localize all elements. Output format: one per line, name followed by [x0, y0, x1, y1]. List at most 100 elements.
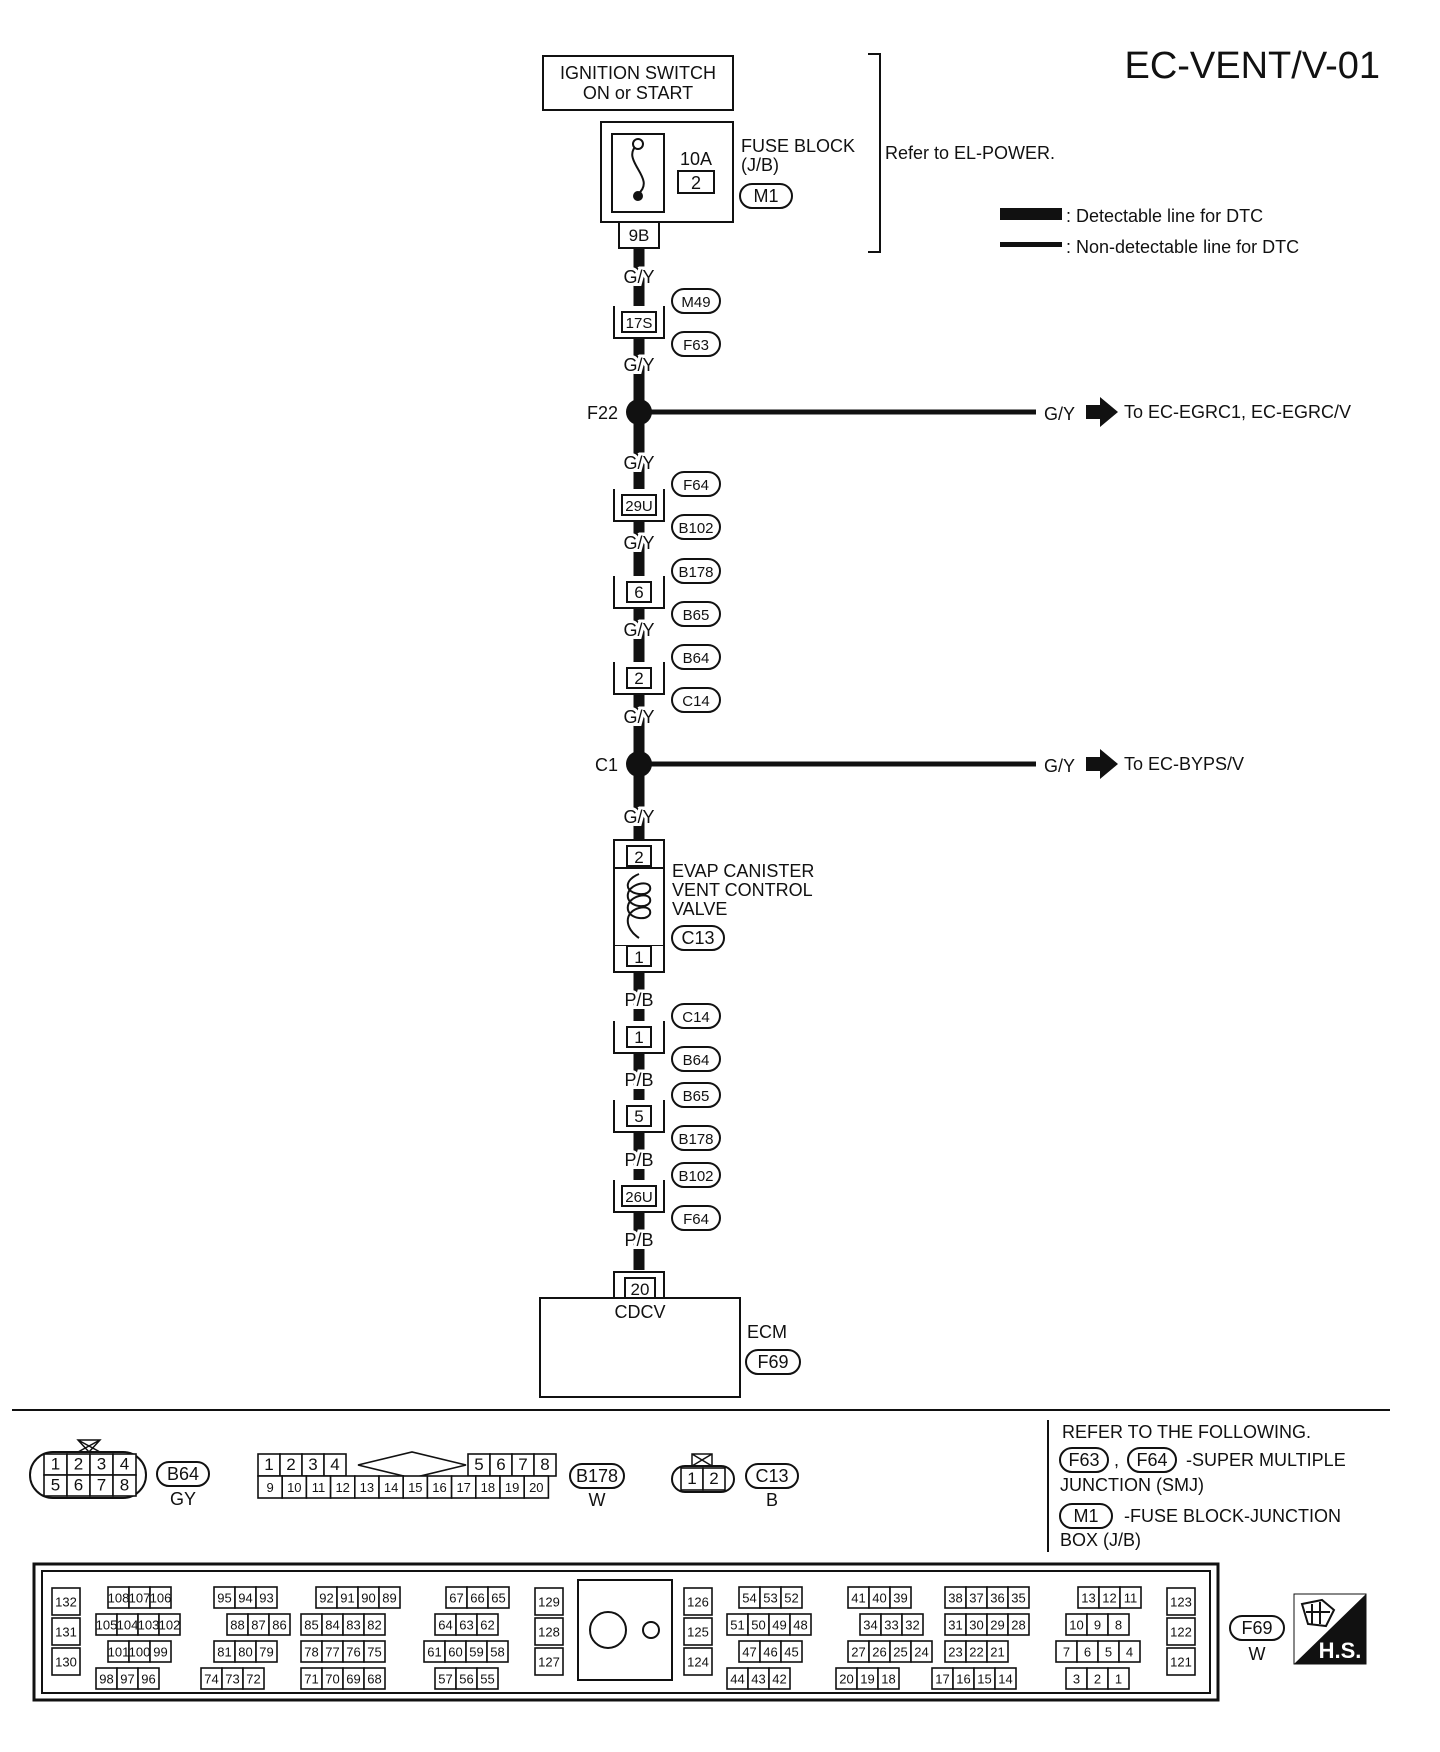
- f69-pin-96: 96: [141, 1672, 155, 1687]
- f69-pin-54: 54: [742, 1591, 756, 1606]
- b178-pin-4: 4: [330, 1455, 339, 1474]
- f69-pin-128-cell: [534, 1617, 564, 1646]
- f69-outer-frame: [32, 1562, 1220, 1702]
- b178-pin-10: 10: [287, 1480, 301, 1495]
- f69-pin-126-cell: [683, 1587, 713, 1616]
- b178-pin-1: 1: [264, 1455, 273, 1474]
- f69-pin-32: 32: [905, 1618, 919, 1633]
- f69-pin-121-cell: [1166, 1647, 1196, 1676]
- splice-f22-color: G/Y: [1044, 404, 1075, 424]
- f69-pin-94: 94: [238, 1591, 252, 1606]
- f69-pin-10: 10: [1069, 1618, 1083, 1633]
- f69-pin-48: 48: [793, 1618, 807, 1633]
- f69-pin-95: 95: [217, 1591, 231, 1606]
- f69-pin-52: 52: [784, 1591, 798, 1606]
- hs-badge-text: H.S.: [1319, 1638, 1362, 1663]
- f69-pin-8-cell: [1107, 1613, 1130, 1636]
- f69-pin-74: 74: [204, 1672, 218, 1687]
- f69-pin-129: 129: [538, 1595, 560, 1610]
- fuse-block-conn: M1: [753, 186, 778, 206]
- f69-pin-48-cell: [789, 1613, 812, 1636]
- lower-2-conn-top-oval: [671, 1162, 721, 1188]
- valve-name-line3: VALVE: [672, 899, 727, 919]
- valve-conn-oval: [671, 925, 725, 951]
- lower-2-pin-box: [621, 1185, 657, 1207]
- f69-conn-name: F69: [1241, 1618, 1272, 1638]
- wire-color-gy-3: G/Y: [623, 453, 654, 473]
- f69-pin-36: 36: [990, 1591, 1004, 1606]
- b178-conn-color: W: [589, 1490, 606, 1510]
- upper-1-conn-top: F64: [683, 477, 709, 494]
- f69-conn-color: W: [1249, 1644, 1266, 1664]
- splice-c1-color: G/Y: [1044, 756, 1075, 776]
- f69-pin-45-cell: [780, 1640, 803, 1663]
- f69-pin-42-cell: [768, 1667, 791, 1690]
- f69-inner-frame: [41, 1570, 1211, 1694]
- f69-pin-71: 71: [304, 1672, 318, 1687]
- f69-pin-58: 58: [490, 1645, 504, 1660]
- refer-smj-sep: ,: [1114, 1450, 1119, 1470]
- lower-1-conn-bottom-oval: [671, 1125, 721, 1151]
- f69-pin-123-cell: [1166, 1587, 1196, 1616]
- f69-pin-126: 126: [687, 1595, 709, 1610]
- ignition-line2: ON or START: [583, 83, 693, 103]
- f69-pin-102-cell: [158, 1613, 181, 1636]
- fuse-amp: 10A: [680, 149, 712, 169]
- lower-2-conn-bottom-oval: [671, 1205, 721, 1231]
- f69-pin-8: 8: [1115, 1618, 1122, 1633]
- splice-c1-target: To EC-BYPS/V: [1124, 754, 1244, 774]
- upper-1-pin: 29U: [625, 498, 653, 515]
- f69-pin-25: 25: [893, 1645, 907, 1660]
- legend-thin-line: [1000, 242, 1062, 247]
- ecm-name: ECM: [747, 1322, 787, 1342]
- refer-jb-conn-oval: [1059, 1503, 1113, 1529]
- valve-bottom-pin: 1: [634, 948, 643, 967]
- f69-pin-79: 79: [259, 1645, 273, 1660]
- legend-non-detectable: : Non-detectable line for DTC: [1066, 237, 1299, 257]
- b178-pin-2: 2: [286, 1455, 295, 1474]
- f69-pin-72-cell: [242, 1667, 265, 1690]
- b64-key-icon: [76, 1439, 102, 1454]
- f69-pin-128: 128: [538, 1625, 560, 1640]
- f69-pin-29: 29: [990, 1618, 1004, 1633]
- f69-pin-101: 101: [108, 1645, 130, 1660]
- b64-pin-8: 8: [120, 1476, 129, 1495]
- b64-conn-color: GY: [170, 1489, 196, 1509]
- f69-pin-104: 104: [117, 1618, 139, 1633]
- ignition-switch-box: [542, 55, 734, 111]
- fuse-block-label: FUSE BLOCK: [741, 136, 855, 156]
- fuse-inner: [611, 133, 665, 213]
- f69-pin-82-cell: [363, 1613, 386, 1636]
- c13-key-icon: [691, 1453, 713, 1467]
- f69-pin-49: 49: [772, 1618, 786, 1633]
- f69-pin-127-cell: [534, 1647, 564, 1676]
- f69-pin-125: 125: [687, 1625, 709, 1640]
- upper-0-pin-box: [621, 311, 657, 333]
- fuse-terminal-top: [632, 138, 644, 150]
- f69-pin-11: 11: [1124, 1591, 1138, 1606]
- f69-pin-44: 44: [730, 1672, 744, 1687]
- f69-pin-105: 105: [96, 1618, 118, 1633]
- f69-pin-62: 62: [480, 1618, 494, 1633]
- b178-pin-17: 17: [456, 1480, 470, 1495]
- f69-pin-33: 33: [884, 1618, 898, 1633]
- ecm-conn: F69: [757, 1352, 788, 1372]
- harness-icon: [1300, 1598, 1336, 1628]
- f69-pin-93-cell: [255, 1586, 278, 1609]
- f69-pin-81: 81: [217, 1645, 231, 1660]
- fuse-terminal-bottom: [633, 191, 643, 201]
- f69-pin-42: 42: [772, 1672, 786, 1687]
- upper-3-conn-top-oval: [671, 644, 721, 670]
- f69-pin-4-cell: [1118, 1640, 1141, 1663]
- lower-0-pin: 1: [634, 1028, 643, 1047]
- lower-0-conn-top: C14: [682, 1009, 710, 1026]
- f69-pin-41: 41: [851, 1591, 865, 1606]
- b178-pin-14: 14: [384, 1480, 398, 1495]
- f69-pin-17: 17: [935, 1672, 949, 1687]
- f69-pin-77: 77: [325, 1645, 339, 1660]
